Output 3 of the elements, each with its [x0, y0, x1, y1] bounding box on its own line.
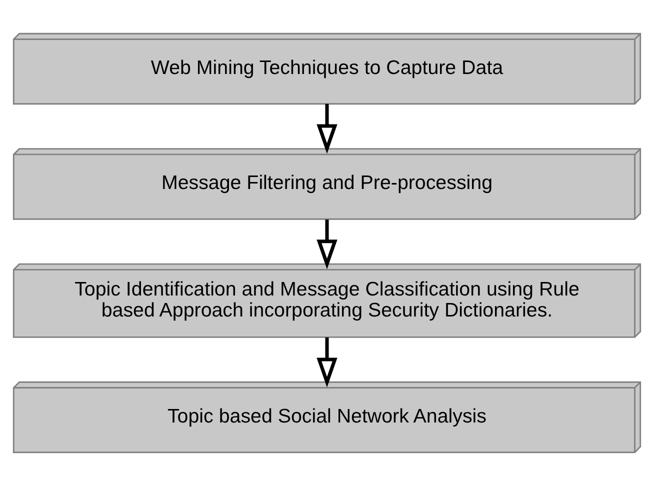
arrow: [316, 337, 338, 388]
arrow: [316, 220, 338, 270]
arrow: [316, 104, 338, 154]
